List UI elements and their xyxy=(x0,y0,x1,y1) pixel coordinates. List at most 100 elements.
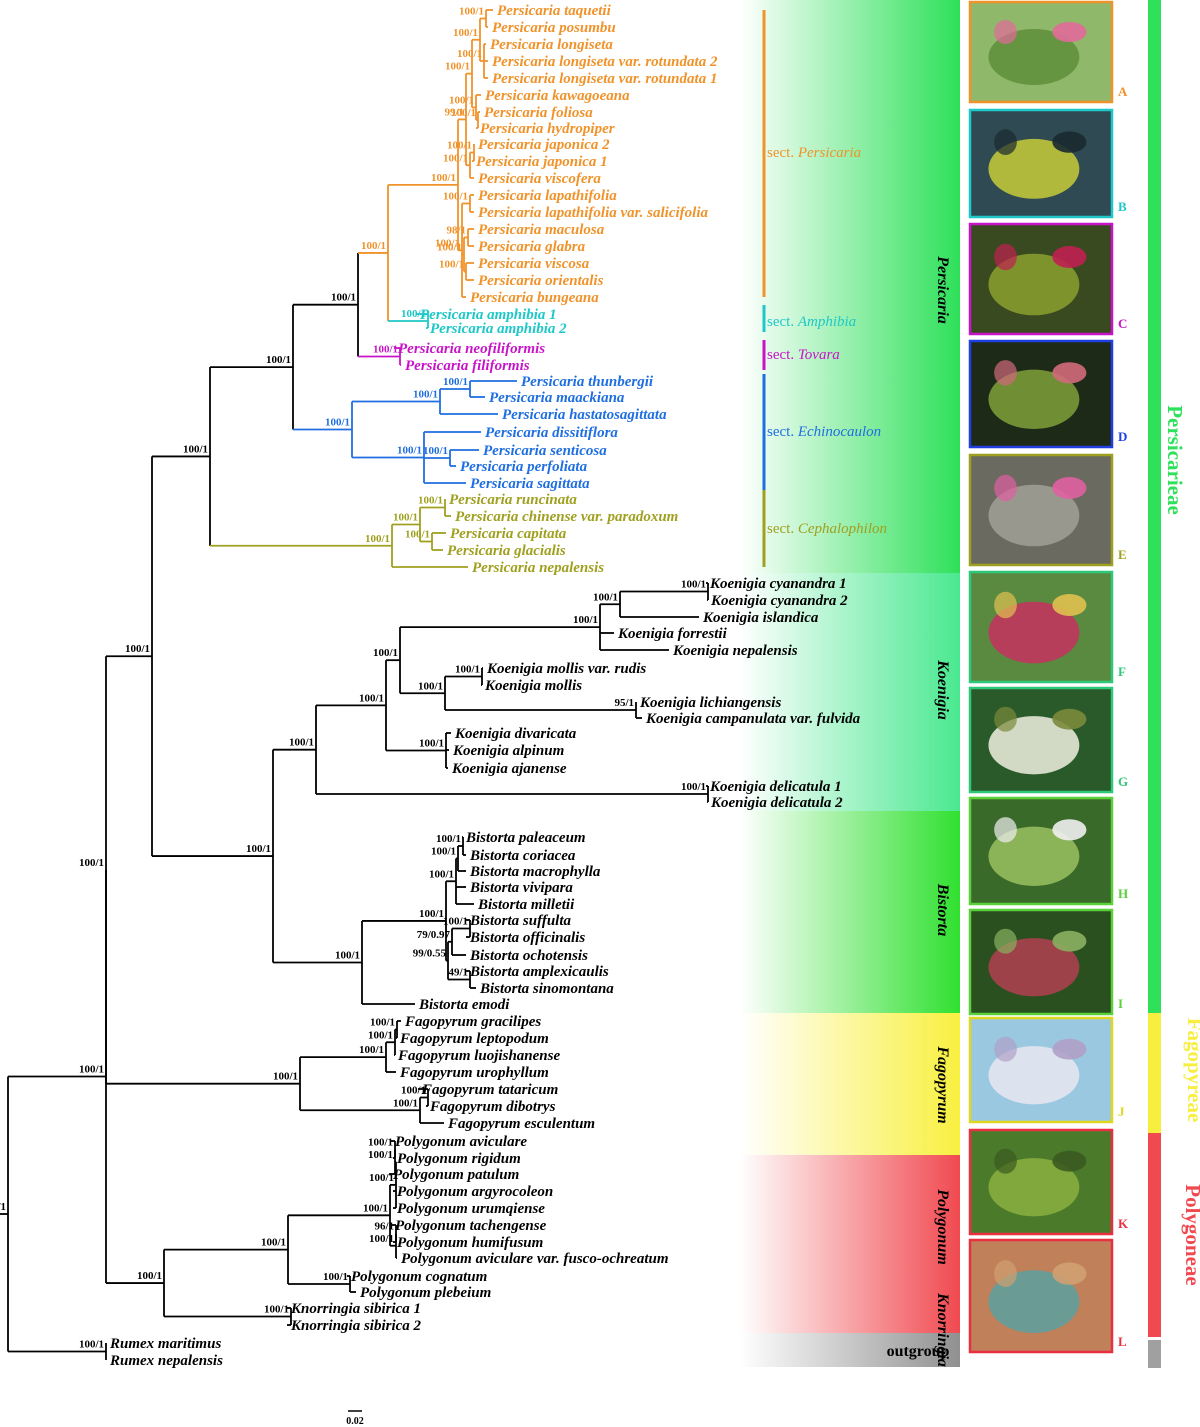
tip-label: Koenigia alpinum xyxy=(452,743,564,759)
section-label: sect. Tovara xyxy=(767,347,840,363)
tip-label: Bistorta officinalis xyxy=(469,930,585,946)
photo-letter: B xyxy=(1118,199,1127,214)
tip-label: Polygonum plebeium xyxy=(360,1285,491,1301)
photo-panel-H xyxy=(968,796,1114,906)
photo-letter: H xyxy=(1118,886,1128,901)
genus-labels: PersicariaKoenigiaBistortaFagopyrumPolyg… xyxy=(887,255,951,1367)
support-value: 100/1 xyxy=(363,1202,388,1214)
support-value: 100/1 xyxy=(447,140,472,152)
tip-label: Persicaria chinense var. paradoxum xyxy=(455,509,678,525)
tip-label: Persicaria hydropiper xyxy=(480,121,615,137)
support-value: 100/1 xyxy=(439,259,464,271)
photo-letter: G xyxy=(1118,774,1128,789)
tip-label: Persicaria glacialis xyxy=(447,543,566,559)
photo-panel-I xyxy=(968,908,1114,1016)
support-value: 100/1 xyxy=(369,1172,394,1184)
support-value: 100/1 xyxy=(451,107,476,119)
support-value: 100/1 xyxy=(431,172,456,184)
support-value: 100/1 xyxy=(373,647,398,659)
tip-label: Polygonum aviculare xyxy=(395,1134,527,1150)
genus-label: Fagopyrum xyxy=(934,1045,951,1123)
tribe-label: Persicarieae xyxy=(1163,405,1187,515)
support-value: 100/1 xyxy=(459,6,484,18)
support-value: 100/1 xyxy=(365,533,390,545)
support-value: 100/1 xyxy=(335,949,360,961)
tip-label: Persicaria longiseta xyxy=(490,37,613,53)
support-value: 100/1 xyxy=(393,1097,418,1109)
tip-label: Koenigia divaricata xyxy=(454,726,577,742)
section-label: sect. Echinocaulon xyxy=(767,424,881,440)
support-value: 100/1 xyxy=(418,680,443,692)
support-value: 100/1 xyxy=(455,664,480,676)
band-polygonum xyxy=(740,1155,960,1300)
photo-letter: C xyxy=(1118,316,1127,331)
band-koenigia xyxy=(740,573,960,811)
tip-label: Persicaria hastatosagittata xyxy=(502,407,667,423)
tip-label: Knorringia sibirica 1 xyxy=(290,1301,421,1317)
band-knorringia xyxy=(740,1300,960,1333)
tip-label: Bistorta milletii xyxy=(477,897,575,913)
tip-label: Persicaria amphibia 1 xyxy=(420,307,557,323)
tip-label: Polygonum cognatum xyxy=(351,1269,487,1285)
band-fagopyrum xyxy=(740,1013,960,1155)
support-value: 100/1 xyxy=(79,857,104,869)
tip-label: Fagopyrum dibotrys xyxy=(429,1099,556,1115)
support-value: 100/1 xyxy=(261,1237,286,1249)
support-value: 100/1 xyxy=(413,389,438,401)
photo-panel-A xyxy=(968,0,1114,104)
tip-label: Fagopyrum urophyllum xyxy=(399,1065,549,1081)
support-value: 100/1 xyxy=(273,1071,298,1083)
tip-label: Fagopyrum gracilipes xyxy=(404,1014,541,1030)
tip-label: Bistorta amplexicaulis xyxy=(469,964,609,980)
photo-panel-J xyxy=(968,1016,1114,1124)
support-value: 100/1 xyxy=(369,1233,394,1245)
tip-label: Persicaria posumbu xyxy=(492,20,616,36)
photo-letter: L xyxy=(1118,1334,1127,1349)
tip-label: Koenigia delicatula 2 xyxy=(710,795,843,811)
support-value: 100/1 xyxy=(419,738,444,750)
genus-label: Bistorta xyxy=(934,883,951,936)
tip-label: Persicaria sagittata xyxy=(470,476,590,492)
support-value: 100/1 xyxy=(397,445,422,457)
scale-bar: 0.02 xyxy=(346,1410,364,1427)
photo-letter: E xyxy=(1118,547,1127,562)
support-value: 100/1 xyxy=(681,579,706,591)
photo-panel-F xyxy=(968,570,1114,684)
tip-label: Bistorta emodi xyxy=(418,997,510,1013)
support-value: 100/1 xyxy=(368,1149,393,1161)
tribe-bar xyxy=(1148,1013,1161,1133)
support-value: 100/1 xyxy=(137,1270,162,1282)
tip-label: Koenigia lichiangensis xyxy=(639,695,781,711)
support-value: 100/1 xyxy=(79,1339,104,1351)
tribe-bar xyxy=(1148,0,1161,1013)
support-value: 100/1 xyxy=(443,152,468,164)
tip-label: Polygonum humifusum xyxy=(397,1235,543,1251)
section-label: sect. Amphibia xyxy=(767,314,856,330)
tip-label: Persicaria maackiana xyxy=(489,390,625,406)
support-value: 99/1 xyxy=(444,106,464,118)
support-value: 100/1 xyxy=(289,737,314,749)
tip-label: Persicaria longiseta var. rotundata 2 xyxy=(492,54,718,70)
support-value: 99/0.55 xyxy=(413,948,447,960)
support-value: 100/1 xyxy=(266,354,291,366)
photo-panel-G xyxy=(968,686,1114,794)
tip-label: Koenigia ajanense xyxy=(451,761,567,777)
support-value: 100/1 xyxy=(437,242,462,254)
tip-label: Fagopyrum leptopodum xyxy=(399,1031,549,1047)
tip-label: Persicaria thunbergii xyxy=(521,374,654,390)
tip-label: Persicaria maculosa xyxy=(478,222,605,238)
support-value: 100/1 xyxy=(331,292,356,304)
tip-label: Persicaria perfoliata xyxy=(460,459,588,475)
tip-label: Polygonum aviculare var. fusco-ochreatum xyxy=(401,1251,669,1267)
photo-panel-D xyxy=(968,339,1114,449)
support-value: 100/1 xyxy=(325,417,350,429)
support-values: 100/1 100/1 100/1 100/1 100/1 100/1 100/1 100/1… xyxy=(0,6,706,1351)
tip-label: Persicaria amphibia 2 xyxy=(430,321,567,337)
support-value: 100/1 xyxy=(125,643,150,655)
tribe-label: Polygoneae xyxy=(1181,1184,1200,1285)
band-persicaria xyxy=(740,0,960,573)
tip-label: Persicaria foliosa xyxy=(484,105,593,121)
